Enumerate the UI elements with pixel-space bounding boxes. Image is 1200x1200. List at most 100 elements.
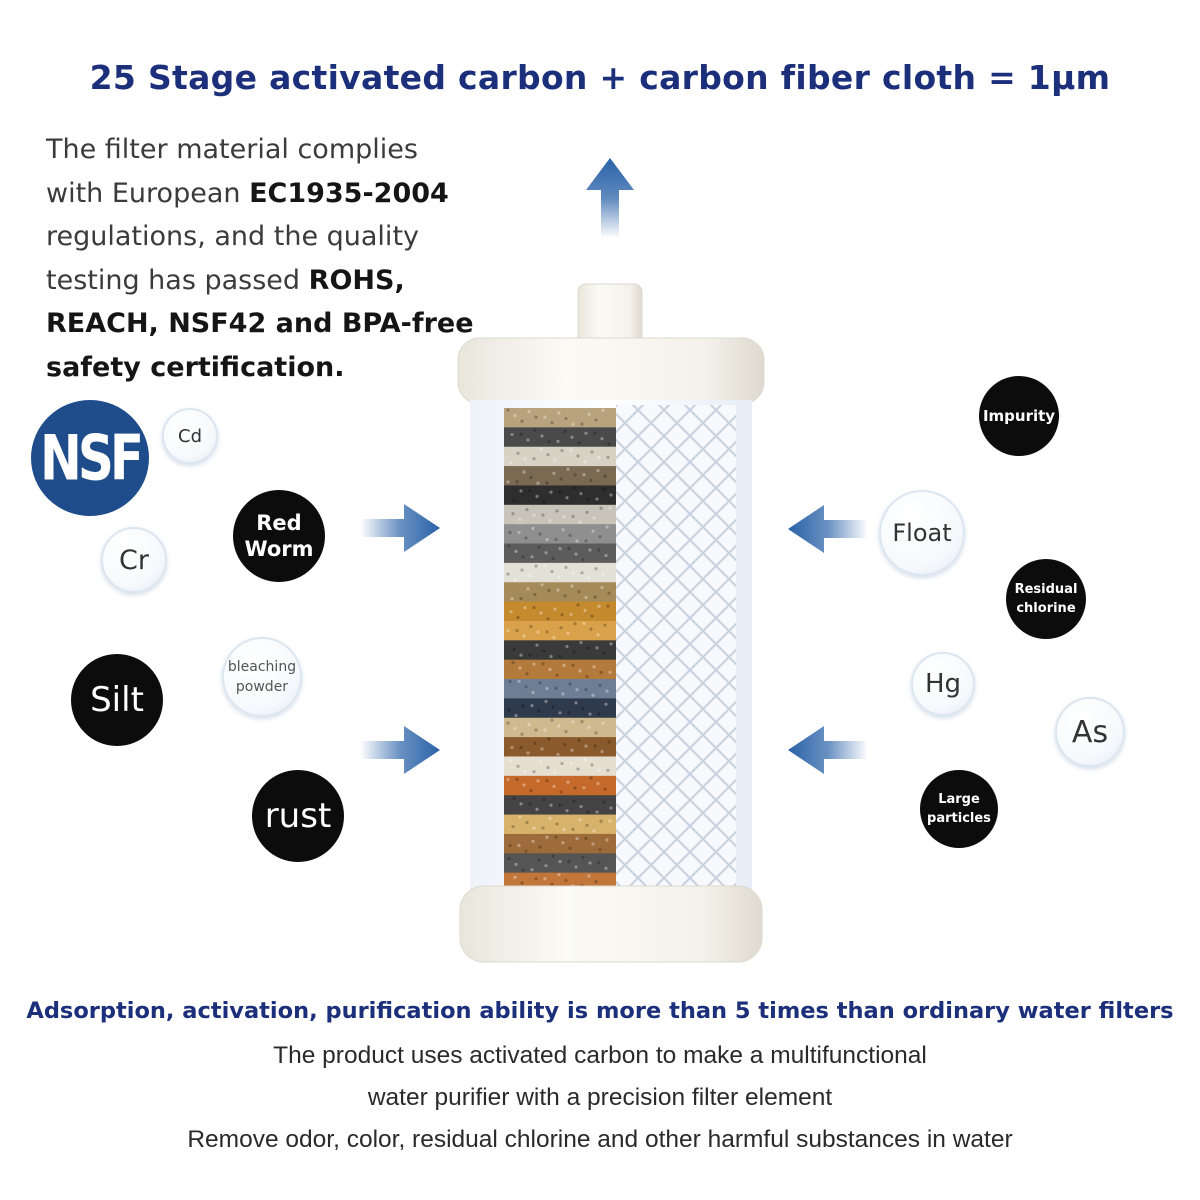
carbon-grain <box>607 442 611 446</box>
residual-label-line2: chlorine <box>1016 601 1076 616</box>
carbon-grain <box>545 481 549 485</box>
carbon-grain <box>522 783 526 787</box>
carbon-grain <box>575 688 579 692</box>
carbon-grain <box>561 692 565 696</box>
carbon-grain <box>590 450 594 454</box>
carbon-grain <box>556 752 560 756</box>
carbon-grain <box>516 764 520 768</box>
carbon-grain <box>587 412 591 416</box>
carbon-grain <box>586 646 590 650</box>
carbon-grain <box>571 571 575 575</box>
carbon-grain <box>609 806 613 810</box>
carbon-grain <box>584 539 588 543</box>
carbon-grain <box>571 514 575 519</box>
carbon-grain <box>574 552 578 556</box>
carbon-grain <box>525 508 529 512</box>
rust-label: rust <box>264 796 332 836</box>
carbon-grain <box>507 708 511 712</box>
carbon-grain <box>528 802 532 806</box>
carbon-grain <box>595 497 599 501</box>
intro-text-part-1: The filter material complies with Europe… <box>46 134 418 209</box>
cd-bubble: Cd <box>162 408 218 464</box>
carbon-grain <box>579 492 583 496</box>
carbon-grain <box>577 441 581 445</box>
carbon-grain <box>506 572 510 576</box>
carbon-grain <box>598 535 602 539</box>
carbon-grain <box>544 699 548 704</box>
carbon-grain <box>597 604 601 608</box>
nsf-logo: NSF <box>31 400 149 516</box>
carbon-grain <box>507 544 511 548</box>
carbon-grain <box>529 789 533 793</box>
carbon-layer <box>504 601 616 622</box>
carbon-grain <box>575 837 579 841</box>
carbon-grain <box>510 745 514 750</box>
carbon-grain <box>600 437 604 441</box>
carbon-grain <box>574 701 578 705</box>
carbon-grain <box>606 604 610 608</box>
carbon-layer <box>504 698 616 719</box>
carbon-grain <box>550 882 554 887</box>
carbon-grain <box>553 607 557 611</box>
carbon-grain <box>512 499 516 503</box>
carbon-grain <box>521 868 525 872</box>
carbon-layer <box>504 814 616 835</box>
carbon-grain <box>511 660 515 665</box>
tagline: Adsorption, activation, purification abi… <box>26 998 1174 1024</box>
bleaching-label-line1: bleaching <box>227 659 297 675</box>
carbon-grain <box>588 712 592 716</box>
carbon-grain <box>565 644 569 649</box>
large-particles-bubble: Large particles <box>920 770 998 848</box>
carbon-grain <box>555 673 559 677</box>
carbon-layer <box>504 717 616 738</box>
carbon-grain <box>544 551 548 555</box>
carbon-grain <box>508 679 512 684</box>
carbon-grain <box>523 770 527 774</box>
carbon-grain <box>537 709 541 713</box>
cartridge-nozzle <box>577 283 643 347</box>
carbon-grain <box>519 489 523 493</box>
carbon-grain <box>584 836 588 841</box>
carbon-grain <box>595 646 599 650</box>
carbon-grain <box>558 547 562 551</box>
carbon-grain <box>568 533 572 537</box>
carbon-grain <box>562 828 566 832</box>
carbon-grain <box>579 805 583 809</box>
carbon-grain <box>553 771 557 775</box>
carbon-grain <box>569 761 573 765</box>
carbon-grain <box>584 744 588 748</box>
carbon-grain <box>545 538 549 542</box>
carbon-grain <box>554 835 558 839</box>
carbon-grain <box>520 419 524 423</box>
carbon-grain <box>508 531 512 535</box>
carbon-grain <box>546 617 550 621</box>
carbon-grain <box>534 415 538 419</box>
carbon-grain <box>591 842 595 846</box>
carbon-grain <box>547 588 551 592</box>
carbon-grain <box>539 760 543 764</box>
carbon-layer <box>504 543 616 564</box>
cr-bubble: Cr <box>101 527 167 593</box>
carbon-grain <box>529 476 533 480</box>
carbon-grain <box>585 823 589 827</box>
carbon-grain <box>545 686 549 691</box>
carbon-grain <box>534 564 538 568</box>
carbon-grain <box>516 615 520 620</box>
red-worm-bubble: Red Worm <box>233 490 325 582</box>
carbon-grain <box>567 859 571 864</box>
carbon-grain <box>569 448 573 452</box>
carbon-grain <box>551 854 555 858</box>
carbon-grain <box>542 500 546 504</box>
carbon-grain <box>556 588 560 592</box>
carbon-grain <box>537 545 541 549</box>
residual-chlorine-bubble: Residual chlorine <box>1006 559 1086 639</box>
carbon-grain <box>578 818 582 822</box>
carbon-grain <box>549 654 553 659</box>
carbon-grain <box>603 474 607 478</box>
carbon-grain <box>563 430 567 434</box>
carbon-layer <box>504 833 616 854</box>
carbon-grain <box>506 480 510 484</box>
carbon-grain <box>519 596 523 601</box>
carbon-layer <box>504 466 616 487</box>
carbon-grain <box>552 784 556 788</box>
